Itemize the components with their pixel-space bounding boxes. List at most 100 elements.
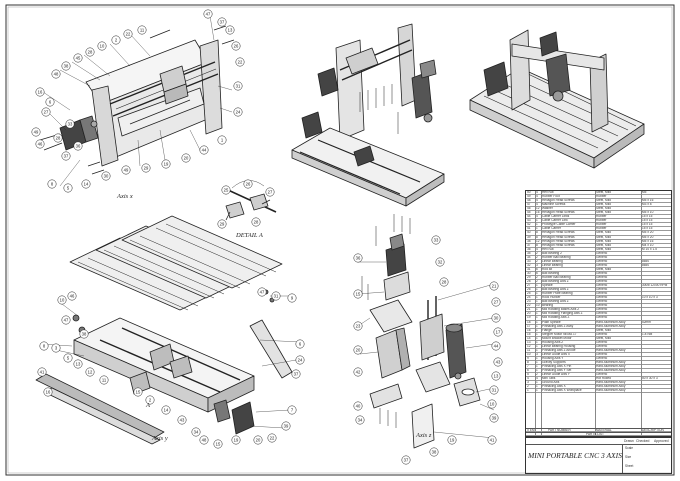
- bom-cell-desc: Ball Bearing Axis Z: [542, 300, 569, 304]
- balloon-label: 48: [54, 72, 59, 77]
- bom-cell-no: 42: [527, 223, 531, 227]
- balloon-circle: [491, 341, 501, 351]
- bom-cell-no: 23: [527, 300, 531, 304]
- bom-header-description: DESCRIPTION: [642, 428, 664, 432]
- bom-cell-qty: 1: [536, 340, 538, 344]
- balloon-label: 43: [496, 360, 501, 365]
- bom-cell-no: 4: [527, 377, 529, 381]
- bom-cell-no: 6: [527, 369, 529, 373]
- bom-cell-mat: Generic: [596, 255, 608, 259]
- bom-cell-mat: Steel, Mild: [596, 243, 611, 247]
- bom-cell-qty: 4: [536, 247, 538, 251]
- balloon-circle: [491, 371, 501, 381]
- xy-assembly-view: [291, 23, 445, 207]
- balloon-label: 20: [184, 156, 189, 161]
- bom-cell-qty: 1: [536, 328, 538, 332]
- bom-cell-no: 14: [527, 336, 531, 340]
- bom-cell-spec: 300w 12000 RPM: [642, 284, 668, 288]
- bom-cell-desc: Stepper Motor NEMA 17: [542, 332, 577, 336]
- balloon-circle: [225, 25, 235, 35]
- bom-cell-no: 46: [527, 207, 531, 211]
- balloon-label: 37: [294, 372, 299, 377]
- bom-cell-qty: 1: [536, 223, 538, 227]
- bom-cell-qty: 1: [536, 312, 538, 316]
- balloon-label: 39: [284, 424, 289, 429]
- bom-cell-spec: 15 x 15: [642, 223, 653, 227]
- balloon-circle: [281, 421, 291, 431]
- bom-cell-mat: Hard Aluminum Alloy: [596, 324, 626, 328]
- bom-cell-qty: 4: [536, 203, 538, 207]
- bom-cell-mat: Steel, Mild: [596, 267, 611, 271]
- bom-cell-no: 24: [527, 296, 531, 300]
- bom-cell-qty: 1: [536, 344, 538, 348]
- bom-cell-desc: Washer: [542, 207, 553, 211]
- bom-cell-spec: M5 x 16: [642, 239, 654, 243]
- bom-cell-desc: Pinnacing Axis Z Assy: [542, 324, 574, 328]
- bom-cell-no: 20: [527, 312, 531, 316]
- balloon-label: 44: [494, 344, 499, 349]
- bom-cell-no: 44: [527, 215, 531, 219]
- bom-cell-no: 30: [527, 271, 531, 275]
- title-block: Drawn Checked Approved MINI PORTABLE CNC…: [525, 437, 672, 474]
- bom-cell-spec: 15 x 15: [642, 215, 653, 219]
- balloon-label: 47: [64, 318, 69, 323]
- balloon-label: 20: [356, 348, 361, 353]
- balloon-label: 47: [206, 12, 211, 17]
- bom-cell-no: 34: [527, 255, 531, 259]
- bom-cell-desc: Housing Axis Z: [542, 340, 564, 344]
- balloon-circle: [291, 369, 301, 379]
- balloon-circle: [287, 405, 297, 415]
- balloon-circle: [137, 25, 147, 35]
- bom-cell-no: 33: [527, 259, 531, 263]
- bom-cell-no: 10: [527, 352, 531, 356]
- bom-cell-no: 26: [527, 288, 531, 292]
- bom-cell-qty: 1: [536, 381, 538, 385]
- bom-cell-qty: 2: [536, 251, 538, 255]
- balloon-label: 34: [358, 418, 363, 423]
- balloon-label: 15: [136, 390, 141, 395]
- bom-cell-spec: M 10 x 1.5: [642, 247, 657, 251]
- balloon-label: 16: [46, 390, 51, 395]
- balloon-circle: [61, 151, 71, 161]
- balloon-label: 31: [492, 388, 497, 393]
- bom-cell-qty: 1: [536, 288, 538, 292]
- bom-cell-no: 9: [527, 356, 529, 360]
- bom-cell-mat: Generic: [596, 280, 608, 284]
- bom-cell-no: 15: [527, 332, 531, 336]
- balloon-label: 25: [224, 188, 229, 193]
- bom-cell-qty: 6: [536, 271, 538, 275]
- balloon-circle: [253, 435, 263, 445]
- bom-cell-desc: Hexagon Head Screws: [542, 243, 575, 247]
- balloon-circle: [61, 315, 71, 325]
- bom-cell-mat: Generic: [596, 308, 608, 312]
- balloon-label: 28: [442, 280, 447, 285]
- balloon-label: 44: [202, 148, 207, 153]
- balloon-label: 28: [88, 50, 93, 55]
- bom-cell-desc: Rubber Ball Bearing: [542, 275, 571, 279]
- bom-cell-no: 5: [527, 373, 529, 377]
- bom-cell-mat: Steel, Mild: [596, 231, 611, 235]
- bom-cell-qty: 1: [536, 219, 538, 223]
- bom-cell-desc: Rubber Foot: [542, 195, 560, 199]
- bom-cell-no: 41: [527, 227, 531, 231]
- balloon-circle: [45, 97, 55, 107]
- balloon-label: 11: [102, 378, 107, 383]
- detail-a-caption: DETAIL A: [236, 232, 263, 239]
- bom-cell-spec: 1.8 NM: [642, 332, 653, 336]
- balloon-circle: [99, 375, 109, 385]
- balloon-circle: [251, 217, 261, 227]
- balloon-label: 12: [88, 370, 93, 375]
- bom-cell-no: 16: [527, 328, 531, 332]
- bom-cell-no: 43: [527, 219, 531, 223]
- size-label: Size: [625, 455, 632, 459]
